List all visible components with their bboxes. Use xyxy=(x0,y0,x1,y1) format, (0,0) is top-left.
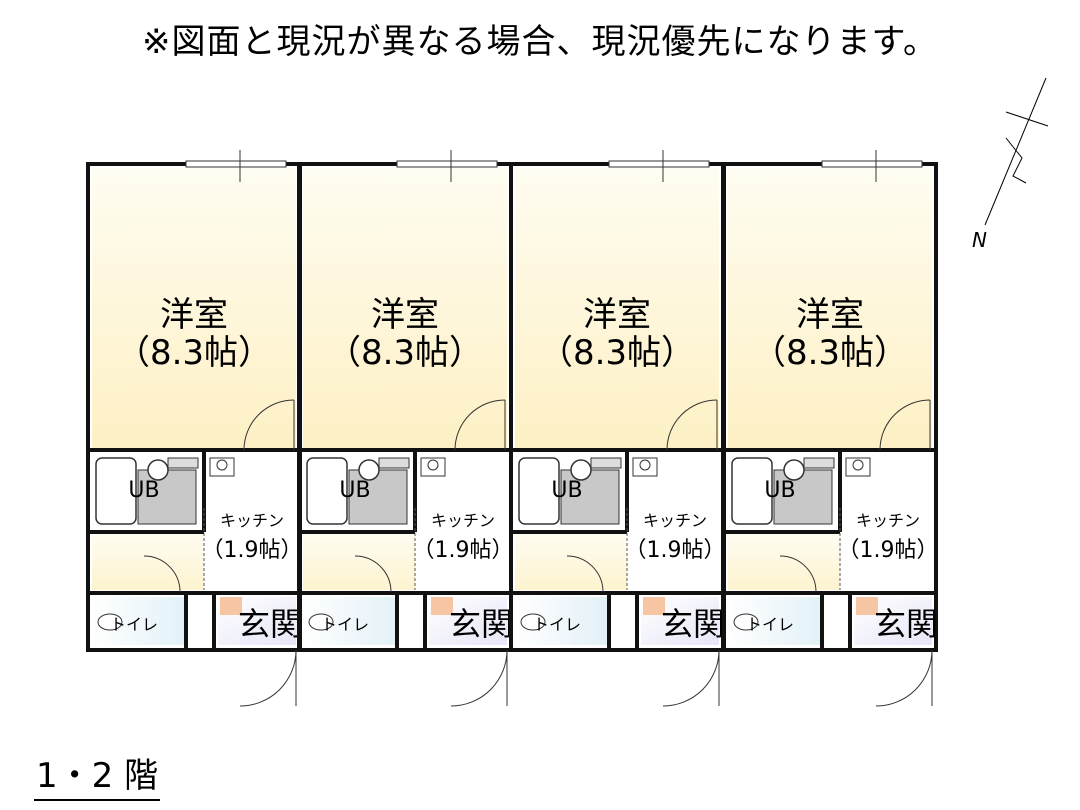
washbasin-icon xyxy=(358,459,380,481)
compass-tick xyxy=(1005,111,1049,127)
compass-label: N xyxy=(972,228,987,252)
counter-icon xyxy=(803,457,835,469)
main-room-name: 洋室 xyxy=(796,295,864,335)
hall-floor xyxy=(303,534,415,590)
kitchen-name: キッチン xyxy=(856,511,920,530)
unit-4: UB 洋室（8.3帖） キッチン （1.9帖） トイレ 玄関 xyxy=(722,150,939,707)
unit-3: UB 洋室（8.3帖） キッチン （1.9帖） トイレ 玄関 xyxy=(509,150,726,707)
kitchen-size: （1.9帖） xyxy=(838,538,939,563)
entrance-label: 玄関 xyxy=(661,605,725,643)
washbasin-icon xyxy=(570,459,592,481)
door-swing-hall xyxy=(354,555,392,593)
entrance-label: 玄関 xyxy=(238,605,302,643)
faucet-icon xyxy=(216,459,228,471)
main-room-floor xyxy=(728,168,932,448)
bath-label: UB xyxy=(128,478,159,503)
kitchen-name: キッチン xyxy=(431,511,495,530)
faucet-icon xyxy=(427,459,439,471)
units-layer: UB洋室（8.3帖）キッチン（1.9帖）トイレ玄関UB洋室（8.3帖）キッチン（… xyxy=(86,150,939,707)
bath-floor xyxy=(137,469,197,525)
toilet-label: トイレ xyxy=(110,615,158,634)
window xyxy=(185,160,287,168)
entrance-label: 玄関 xyxy=(874,605,938,643)
toilet-icon xyxy=(520,613,546,631)
kitchen-size: （1.9帖） xyxy=(413,538,514,563)
entrance-step xyxy=(643,597,665,615)
window xyxy=(608,160,710,168)
door-swing-hall xyxy=(779,555,817,593)
bath-label: UB xyxy=(551,478,582,503)
door-swing-room xyxy=(454,399,506,451)
bathtub-icon xyxy=(95,457,137,525)
notice-text: ※図面と現況が異なる場合、現況優先になります。 xyxy=(141,22,939,62)
main-room-name: 洋室 xyxy=(583,295,651,335)
unit-2: UB 洋室（8.3帖） キッチン （1.9帖） トイレ 玄関 xyxy=(297,150,514,707)
faucet-icon xyxy=(639,459,651,471)
bath-label: UB xyxy=(339,478,370,503)
toilet-icon xyxy=(733,613,759,631)
door-swing-hall xyxy=(143,555,181,593)
main-room-size: （8.3帖） xyxy=(327,333,483,373)
kitchen-sink-icon xyxy=(420,457,446,477)
compass: N xyxy=(972,77,1049,252)
compass-needle xyxy=(984,77,1047,226)
bath-floor xyxy=(560,469,620,525)
floor-label: 1・2 階 xyxy=(34,748,161,801)
kitchen-sink-icon xyxy=(845,457,871,477)
washbasin-icon xyxy=(783,459,805,481)
main-room-floor xyxy=(92,168,296,448)
counter-icon xyxy=(590,457,622,469)
main-room-size: （8.3帖） xyxy=(116,333,272,373)
bathtub-icon xyxy=(731,457,773,525)
door-swing-room xyxy=(879,399,931,451)
toilet-label: トイレ xyxy=(321,615,369,634)
entrance-step xyxy=(220,597,242,615)
door-swing-entrance xyxy=(662,649,720,707)
door-swing-entrance xyxy=(875,649,933,707)
hall-floor xyxy=(728,534,840,590)
door-swing-entrance xyxy=(239,649,297,707)
toilet-icon xyxy=(97,613,123,631)
toilet-label: トイレ xyxy=(533,615,581,634)
entrance-label: 玄関 xyxy=(449,605,513,643)
counter-icon xyxy=(167,457,199,469)
main-room-floor xyxy=(515,168,719,448)
bathtub-icon xyxy=(518,457,560,525)
main-room-name: 洋室 xyxy=(160,295,228,335)
bath-label: UB xyxy=(764,478,795,503)
toilet-label: トイレ xyxy=(746,615,794,634)
hall-floor xyxy=(515,534,627,590)
door-swing-room xyxy=(666,399,718,451)
unit-1: UB 洋室（8.3帖） キッチン （1.9帖） トイレ 玄関 xyxy=(86,150,303,707)
door-swing-entrance xyxy=(450,649,508,707)
compass-arrow-icon xyxy=(1005,137,1027,184)
main-room-floor xyxy=(303,168,507,448)
door-swing-hall xyxy=(566,555,604,593)
window xyxy=(821,160,923,168)
counter-icon xyxy=(378,457,410,469)
faucet-icon xyxy=(852,459,864,471)
main-room-size: （8.3帖） xyxy=(539,333,695,373)
kitchen-size: （1.9帖） xyxy=(202,538,303,563)
bathtub-icon xyxy=(306,457,348,525)
toilet-icon xyxy=(308,613,334,631)
bath-floor xyxy=(348,469,408,525)
entrance-step xyxy=(431,597,453,615)
kitchen-name: キッチン xyxy=(220,511,284,530)
main-room-size: （8.3帖） xyxy=(752,333,908,373)
kitchen-sink-icon xyxy=(209,457,235,477)
kitchen-name: キッチン xyxy=(643,511,707,530)
entrance-step xyxy=(856,597,878,615)
main-room-name: 洋室 xyxy=(371,295,439,335)
kitchen-size: （1.9帖） xyxy=(625,538,726,563)
door-swing-room xyxy=(243,399,295,451)
hall-floor xyxy=(92,534,204,590)
kitchen-sink-icon xyxy=(632,457,658,477)
window xyxy=(396,160,498,168)
washbasin-icon xyxy=(147,459,169,481)
